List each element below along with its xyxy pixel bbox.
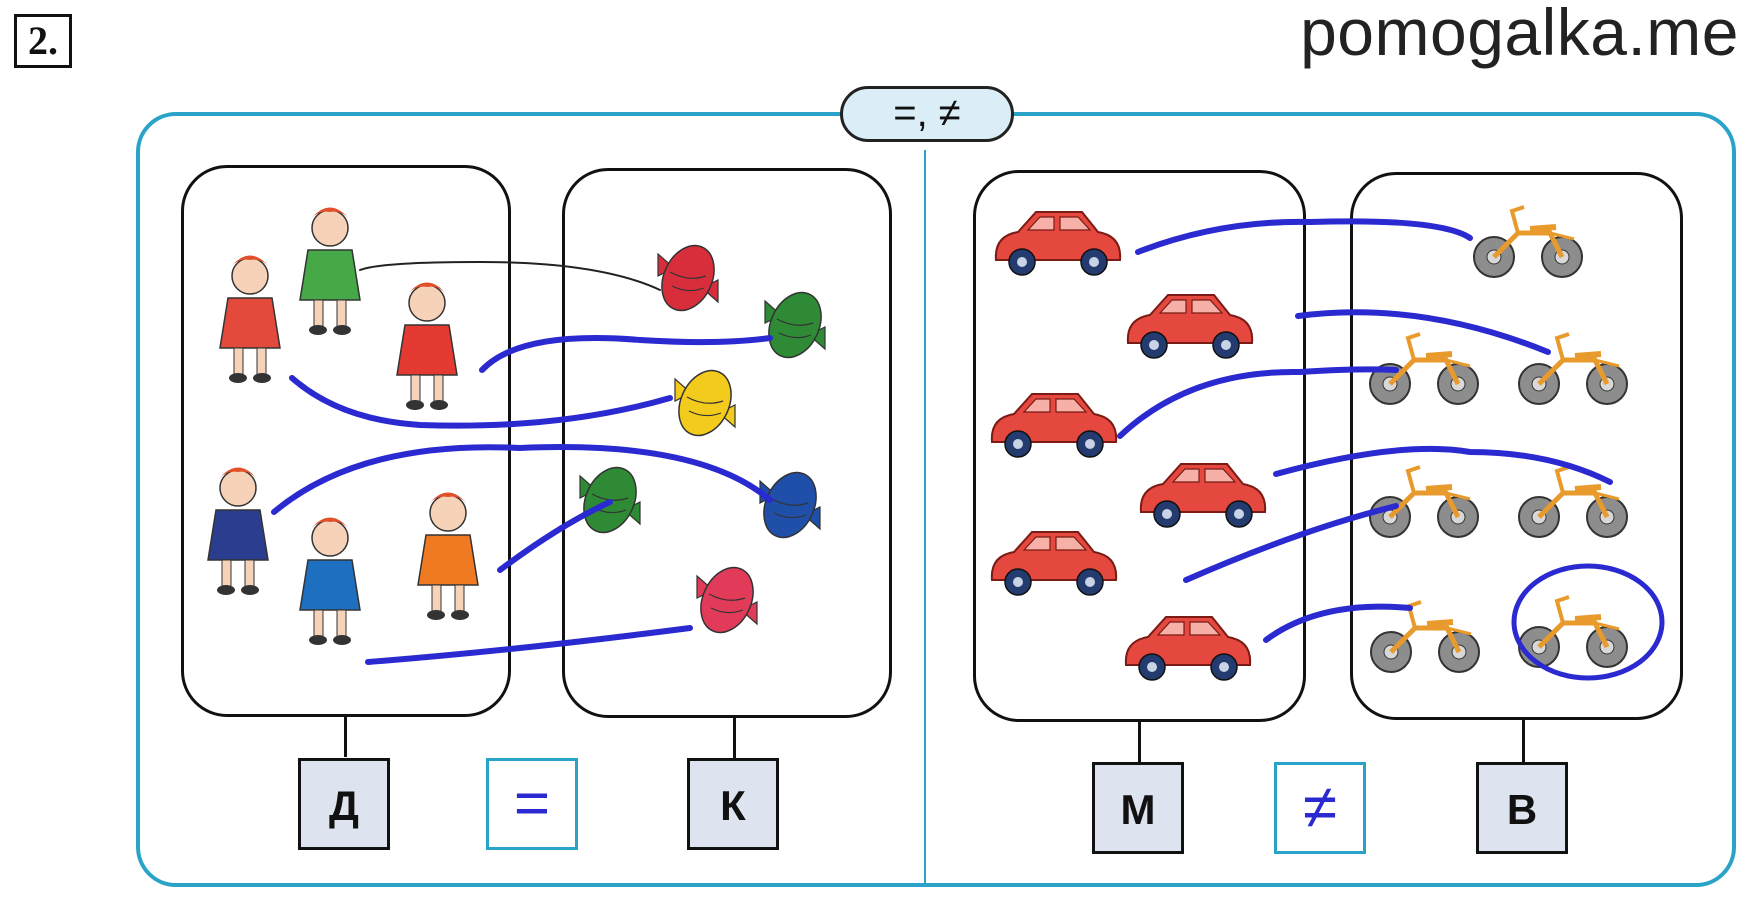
candies-group (562, 168, 892, 718)
exercise-number: 2. (14, 14, 72, 68)
task-label: =, ≠ (840, 86, 1014, 142)
cars-stem (1138, 722, 1141, 762)
children-group (181, 165, 511, 717)
sign-box-right[interactable]: ≠ (1274, 762, 1366, 854)
motorbikes-group (1350, 172, 1683, 720)
letter-box-candies: К (687, 758, 779, 850)
watermark-text: pomogalka.me (1300, 0, 1739, 69)
motorbikes-stem (1522, 720, 1525, 762)
letter-box-children: Д (298, 758, 390, 850)
letter-box-cars: М (1092, 762, 1184, 854)
sign-box-left[interactable]: = (486, 758, 578, 850)
children-stem (344, 717, 347, 757)
frame-divider (924, 150, 926, 885)
letter-box-motorbikes: В (1476, 762, 1568, 854)
cars-group (973, 170, 1306, 722)
candies-stem (733, 718, 736, 758)
